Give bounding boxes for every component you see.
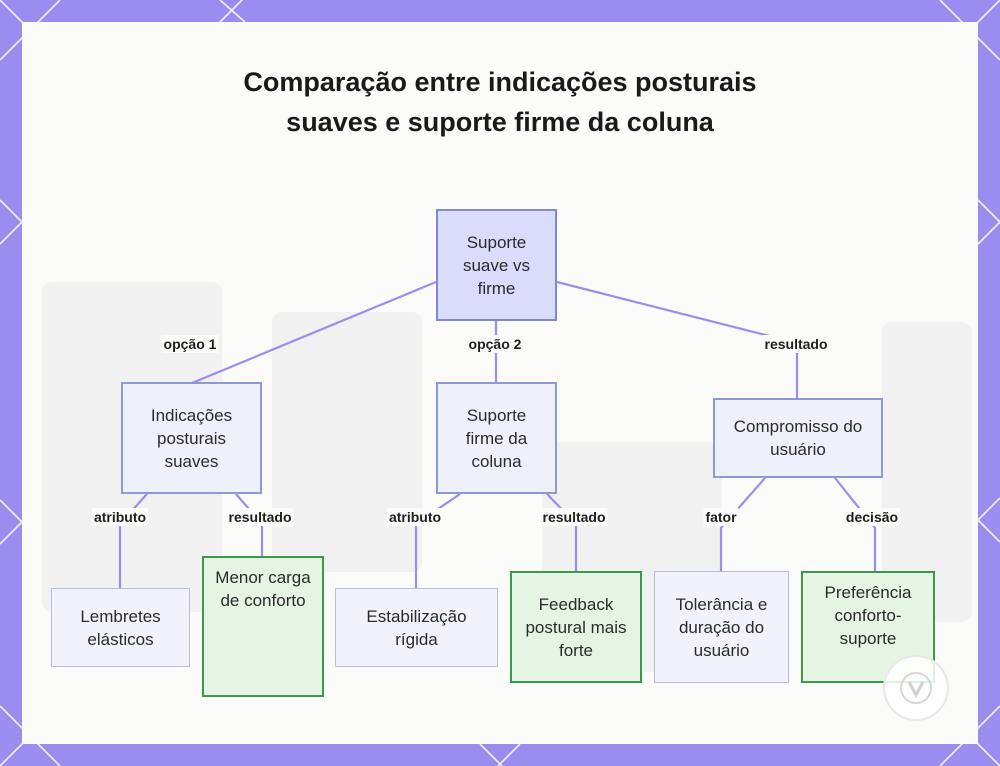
edge-label-attr-firm: atributo bbox=[386, 508, 444, 526]
node-less-comfort[interactable]: Menor carga de conforto bbox=[202, 556, 324, 697]
node-elastic-reminders[interactable]: Lembretes elásticos bbox=[51, 588, 190, 667]
node-rigid-stabilization[interactable]: Estabilização rígida bbox=[335, 588, 498, 667]
edge-label-option2: opção 2 bbox=[466, 335, 524, 353]
diagram-title: Comparação entre indicações posturais su… bbox=[243, 67, 757, 137]
edge-label-result-soft: resultado bbox=[226, 508, 294, 526]
edge-label-result-firm: resultado bbox=[540, 508, 608, 526]
node-root[interactable]: Suporte suave vs firme bbox=[436, 209, 557, 321]
background-decoration bbox=[272, 312, 422, 572]
node-user-compromise[interactable]: Compromisso do usuário bbox=[713, 398, 883, 478]
edge-label-attr-soft: atributo bbox=[91, 508, 149, 526]
node-soft-cues[interactable]: Indicações posturais suaves bbox=[121, 382, 262, 494]
edge-label-option1: opção 1 bbox=[161, 335, 219, 353]
brand-logo-icon bbox=[883, 655, 949, 721]
edge-label-factor: fator bbox=[703, 508, 739, 526]
edge-label-decision: decisão bbox=[843, 508, 901, 526]
node-firm-support[interactable]: Suporte firme da coluna bbox=[436, 382, 557, 494]
node-stronger-feedback[interactable]: Feedback postural mais forte bbox=[510, 571, 642, 683]
edge-label-result-root: resultado bbox=[762, 335, 830, 353]
node-tolerance-duration[interactable]: Tolerância e duração do usuário bbox=[654, 571, 789, 683]
